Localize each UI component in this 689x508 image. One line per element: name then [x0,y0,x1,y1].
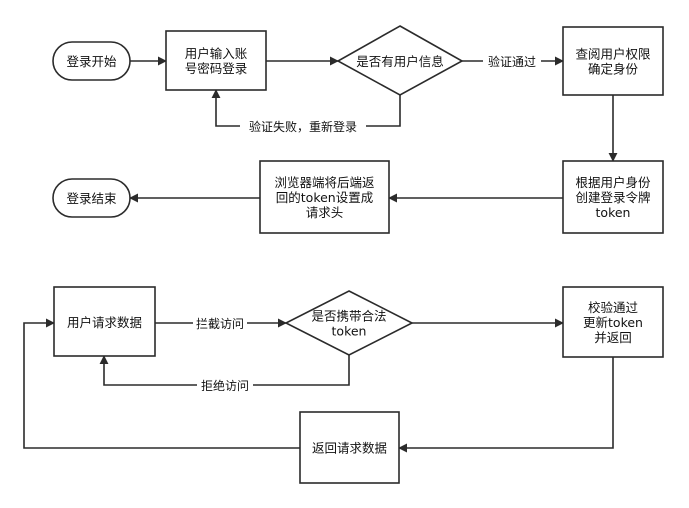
node-label-line: 并返回 [594,330,632,345]
node-return-data: 返回请求数据 [299,411,400,484]
node-label-line: 用户输入账 [185,46,248,61]
edge-return-to-request [23,318,300,449]
node-login-end: 登录结束 [52,178,131,218]
node-label-line: 返回请求数据 [312,440,387,455]
node-label-line: 登录开始 [66,54,117,69]
node-label-line: 确定身份 [588,61,639,76]
edges [23,56,618,453]
label-verify-pass: 验证通过 [488,54,536,69]
node-check-permission: 查阅用户权限确定身份 [562,26,664,96]
label-reject: 拒绝访问 [201,378,249,393]
node-user-request-text: 用户请求数据 [67,315,142,330]
node-label-line: token [596,205,631,220]
node-label-line: 创建登录令牌 [575,190,650,205]
node-login-end-text: 登录结束 [66,191,117,206]
nodes: 登录开始 用户输入账号密码登录 是否有用户信息 查阅用户权限确定身份 根据用户身… [52,25,664,484]
label-verify-fail: 验证失败，重新登录 [249,119,357,134]
node-input-account: 用户输入账号密码登录 [165,30,267,91]
node-label-line: 根据用户身份 [575,175,651,190]
node-browser-store-token: 浏览器端将后端返回的token设置成请求头 [259,160,390,234]
node-check-permission-text: 查阅用户权限确定身份 [575,46,651,76]
node-has-user-info-text: 是否有用户信息 [356,54,444,69]
node-input-account-text: 用户输入账号密码登录 [185,46,248,76]
node-label-line: 号密码登录 [185,61,248,76]
label-intercept: 拦截访问 [196,317,244,331]
node-login-start-text: 登录开始 [66,54,117,69]
node-login-start: 登录开始 [52,41,131,81]
node-label-line: 登录结束 [66,191,117,206]
edge-verify-to-return [398,357,614,453]
node-label-line: 回的token设置成 [276,190,373,205]
node-label-line: 是否携带合法 [311,308,386,323]
node-has-user-info: 是否有用户信息 [336,25,464,96]
node-label-line: token [332,323,367,338]
node-label-line: 浏览器端将后端返 [274,175,374,190]
node-return-data-text: 返回请求数据 [312,440,387,455]
edge-labels: 验证通过 验证失败，重新登录 拦截访问 拒绝访问 [193,53,541,394]
node-label-line: 请求头 [306,205,344,220]
node-label-line: 校验通过 [588,300,639,315]
node-label-line: 用户请求数据 [67,315,142,330]
node-label-line: 查阅用户权限 [575,46,651,61]
node-label-line: 是否有用户信息 [356,54,444,69]
node-browser-store-token-text: 浏览器端将后端返回的token设置成请求头 [274,175,374,220]
node-label-line: 更新token [583,315,643,330]
node-user-request: 用户请求数据 [53,286,156,357]
